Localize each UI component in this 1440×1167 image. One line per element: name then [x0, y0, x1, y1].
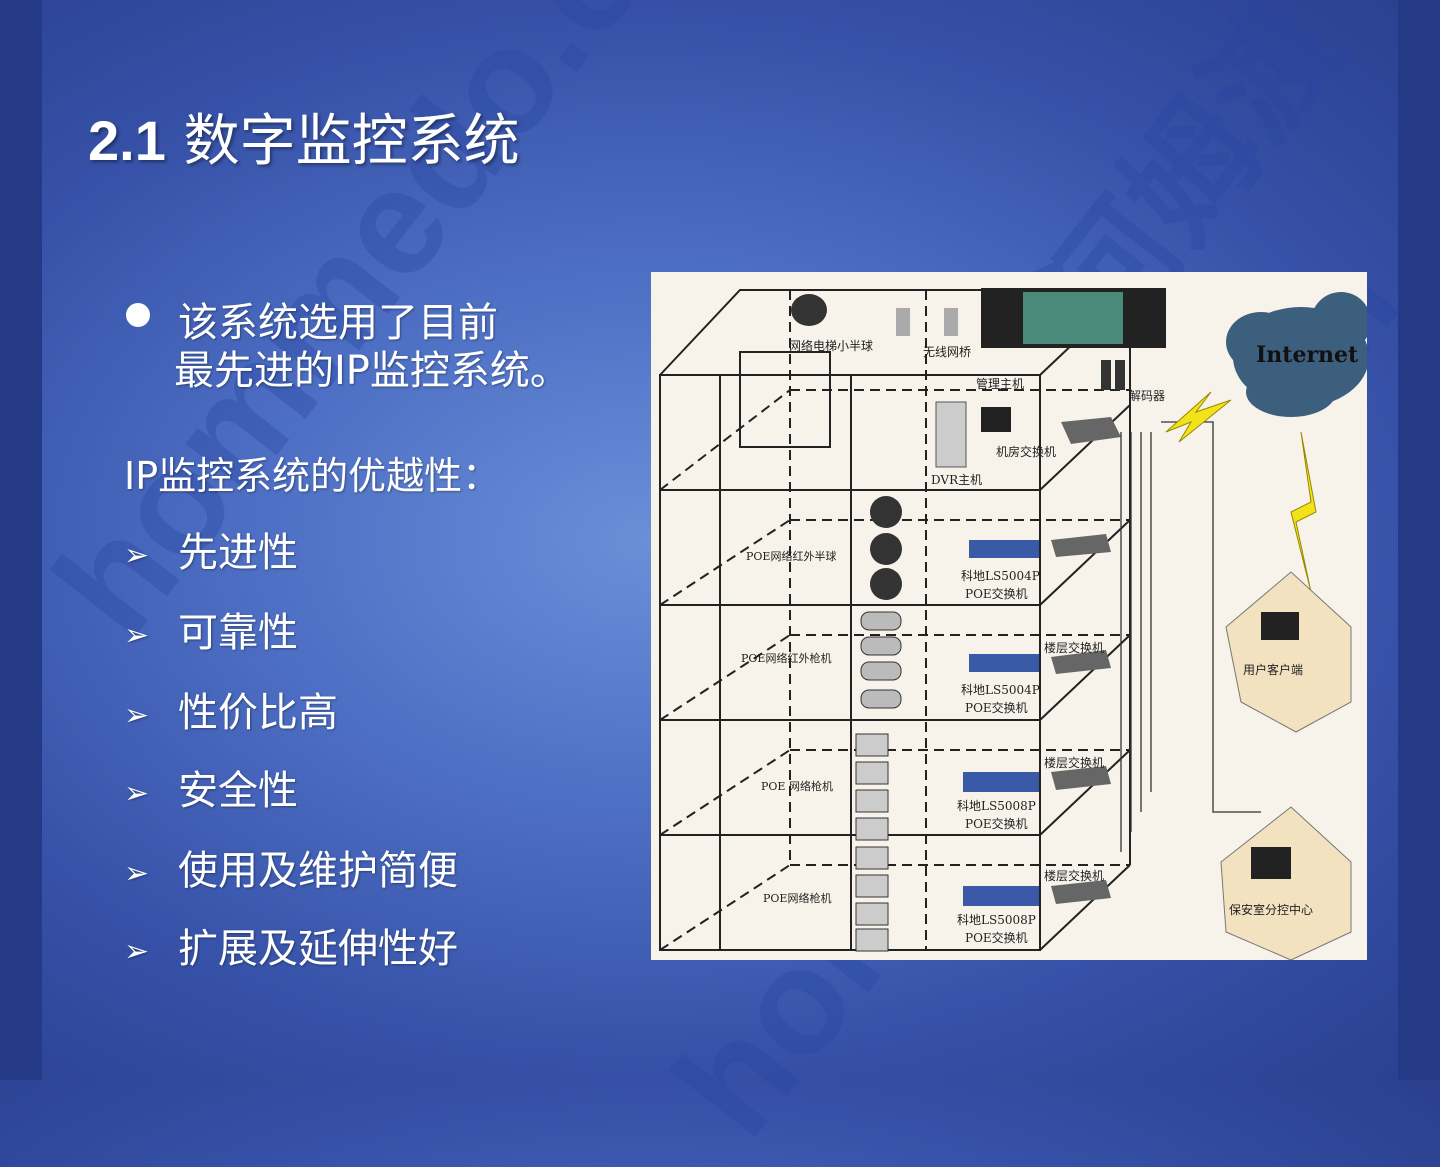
label-elevator-dome: 网络电梯小半球 [789, 338, 873, 353]
label-poe-switch-model: 科地LS5004P [961, 683, 1040, 697]
arrow-bullet-icon: ➢ [124, 617, 150, 653]
bullet-camera-icon [860, 689, 902, 709]
internet-cloud-icon [1226, 292, 1367, 417]
advantage-label: 使用及维护简便 [178, 848, 458, 894]
label-camera-type: POE网络枪机 [763, 891, 831, 905]
advantage-label: 安全性 [178, 768, 298, 814]
label-poe-switch-model: 科地LS5008P [957, 913, 1036, 927]
label-floor-switch: 楼层交换机 [1044, 640, 1104, 655]
label-user-client: 用户客户端 [1243, 662, 1303, 677]
arrow-bullet-icon: ➢ [124, 775, 150, 811]
advantage-label: 可靠性 [178, 610, 298, 656]
box-camera-icon [855, 761, 889, 785]
arrow-bullet-icon: ➢ [124, 697, 150, 733]
room-switch-icon [1061, 417, 1121, 444]
advantage-label: 扩展及延伸性好 [178, 926, 458, 972]
box-camera-icon [855, 789, 889, 813]
bullet-line-2: 最先进的IP监控系统。 [174, 348, 570, 394]
advantages-heading: IP监控系统的优越性： [124, 454, 501, 498]
advantage-label: 性价比高 [178, 690, 338, 736]
ip-surveillance-network-diagram: 网络电梯小半球 无线网桥 管理主机 解码器 机房交换机 DVR主机 Intern… [651, 272, 1367, 960]
decoder-icon [1115, 360, 1125, 390]
label-poe-switch: POE交换机 [965, 816, 1028, 831]
wireless-bridge-icon [896, 308, 910, 336]
title-number: 2.1 [88, 109, 166, 172]
bullet-dot [126, 303, 150, 327]
advantage-item: ➢ 扩展及延伸性好 [124, 916, 458, 974]
advantage-item: ➢ 先进性 [124, 520, 298, 578]
label-floor-switch: 楼层交换机 [1044, 755, 1104, 770]
bullet-line-1: 该系统选用了目前 [178, 300, 498, 346]
label-poe-switch-model: 科地LS5008P [957, 799, 1036, 813]
title-text: 数字监控系统 [183, 109, 520, 174]
arrow-bullet-icon: ➢ [124, 855, 150, 891]
dome-camera-icon [870, 496, 902, 528]
label-poe-switch: POE交换机 [965, 930, 1028, 945]
label-floor-switch: 楼层交换机 [1044, 868, 1104, 883]
advantage-item: ➢ 使用及维护简便 [124, 838, 458, 896]
floor-switch-icon [1051, 650, 1111, 674]
building-hidden-edges [659, 290, 1130, 951]
security-center-house-icon [1220, 806, 1352, 960]
poe-switch-icon [969, 654, 1039, 672]
poe-switch-icon [969, 540, 1039, 558]
floor-1: POE网络红外半球 科地LS5004P POE交换机 [746, 496, 1111, 601]
label-poe-switch-model: 科地LS5004P [961, 569, 1040, 583]
video-wall-screen [1023, 292, 1123, 344]
floor-4: POE网络枪机 楼层交换机 科地LS5008P POE交换机 [763, 846, 1111, 952]
label-room-switch: 机房交换机 [996, 444, 1056, 459]
label-management-host: 管理主机 [976, 376, 1024, 391]
computer-icon [1251, 847, 1291, 879]
advantage-item: ➢ 性价比高 [124, 680, 338, 738]
floor-2: POE网络红外枪机 楼层交换机 科地LS5004P POE交换机 [741, 611, 1111, 715]
floor-3: POE 网络枪机 楼层交换机 科地LS5008P POE交换机 [761, 733, 1111, 841]
label-camera-type: POE网络红外枪机 [741, 651, 831, 665]
label-camera-type: POE网络红外半球 [746, 549, 836, 563]
advantage-item: ➢ 安全性 [124, 758, 298, 816]
label-security-center: 保安室分控中心 [1229, 902, 1313, 917]
label-poe-switch: POE交换机 [965, 586, 1028, 601]
arrow-bullet-icon: ➢ [124, 537, 150, 573]
wireless-link-lightning-icon [1165, 391, 1232, 443]
dvr-host-icon [935, 401, 967, 468]
slide-right-border [1398, 0, 1440, 1080]
slide-left-border [0, 0, 42, 1080]
arrow-bullet-icon: ➢ [124, 933, 150, 969]
label-wireless-bridge: 无线网桥 [923, 345, 971, 359]
box-camera-icon [855, 928, 889, 952]
dome-camera-icon [870, 533, 902, 565]
management-host-icon [981, 407, 1011, 432]
label-internet: Internet [1256, 342, 1359, 368]
slide-title: 2.1 数字监控系统 [88, 96, 520, 177]
user-client-house-icon [1225, 571, 1352, 733]
floor-switch-icon [1051, 766, 1111, 790]
decoder-icon [1101, 360, 1111, 390]
label-decoder: 解码器 [1129, 389, 1165, 403]
label-dvr-host: DVR主机 [931, 473, 982, 487]
dome-camera-icon [791, 294, 827, 326]
poe-switch-icon [963, 772, 1039, 792]
box-camera-icon [855, 817, 889, 841]
laptop-icon [1261, 612, 1299, 640]
dome-camera-icon [870, 568, 902, 600]
box-camera-icon [855, 902, 889, 926]
label-poe-switch: POE交换机 [965, 700, 1028, 715]
wireless-link-lightning-icon [1290, 431, 1317, 593]
floor-switch-icon [1051, 534, 1111, 557]
advantage-label: 先进性 [178, 530, 298, 576]
box-camera-icon [855, 874, 889, 898]
bullet-camera-icon [860, 661, 902, 681]
advantage-item: ➢ 可靠性 [124, 600, 298, 658]
box-camera-icon [855, 733, 889, 757]
label-camera-type: POE 网络枪机 [761, 779, 833, 793]
bullet-camera-icon [860, 636, 902, 656]
poe-switch-icon [963, 886, 1039, 906]
floor-switch-icon [1051, 880, 1111, 904]
bullet-camera-icon [860, 611, 902, 631]
box-camera-icon [855, 846, 889, 870]
wireless-bridge-icon [944, 308, 958, 336]
